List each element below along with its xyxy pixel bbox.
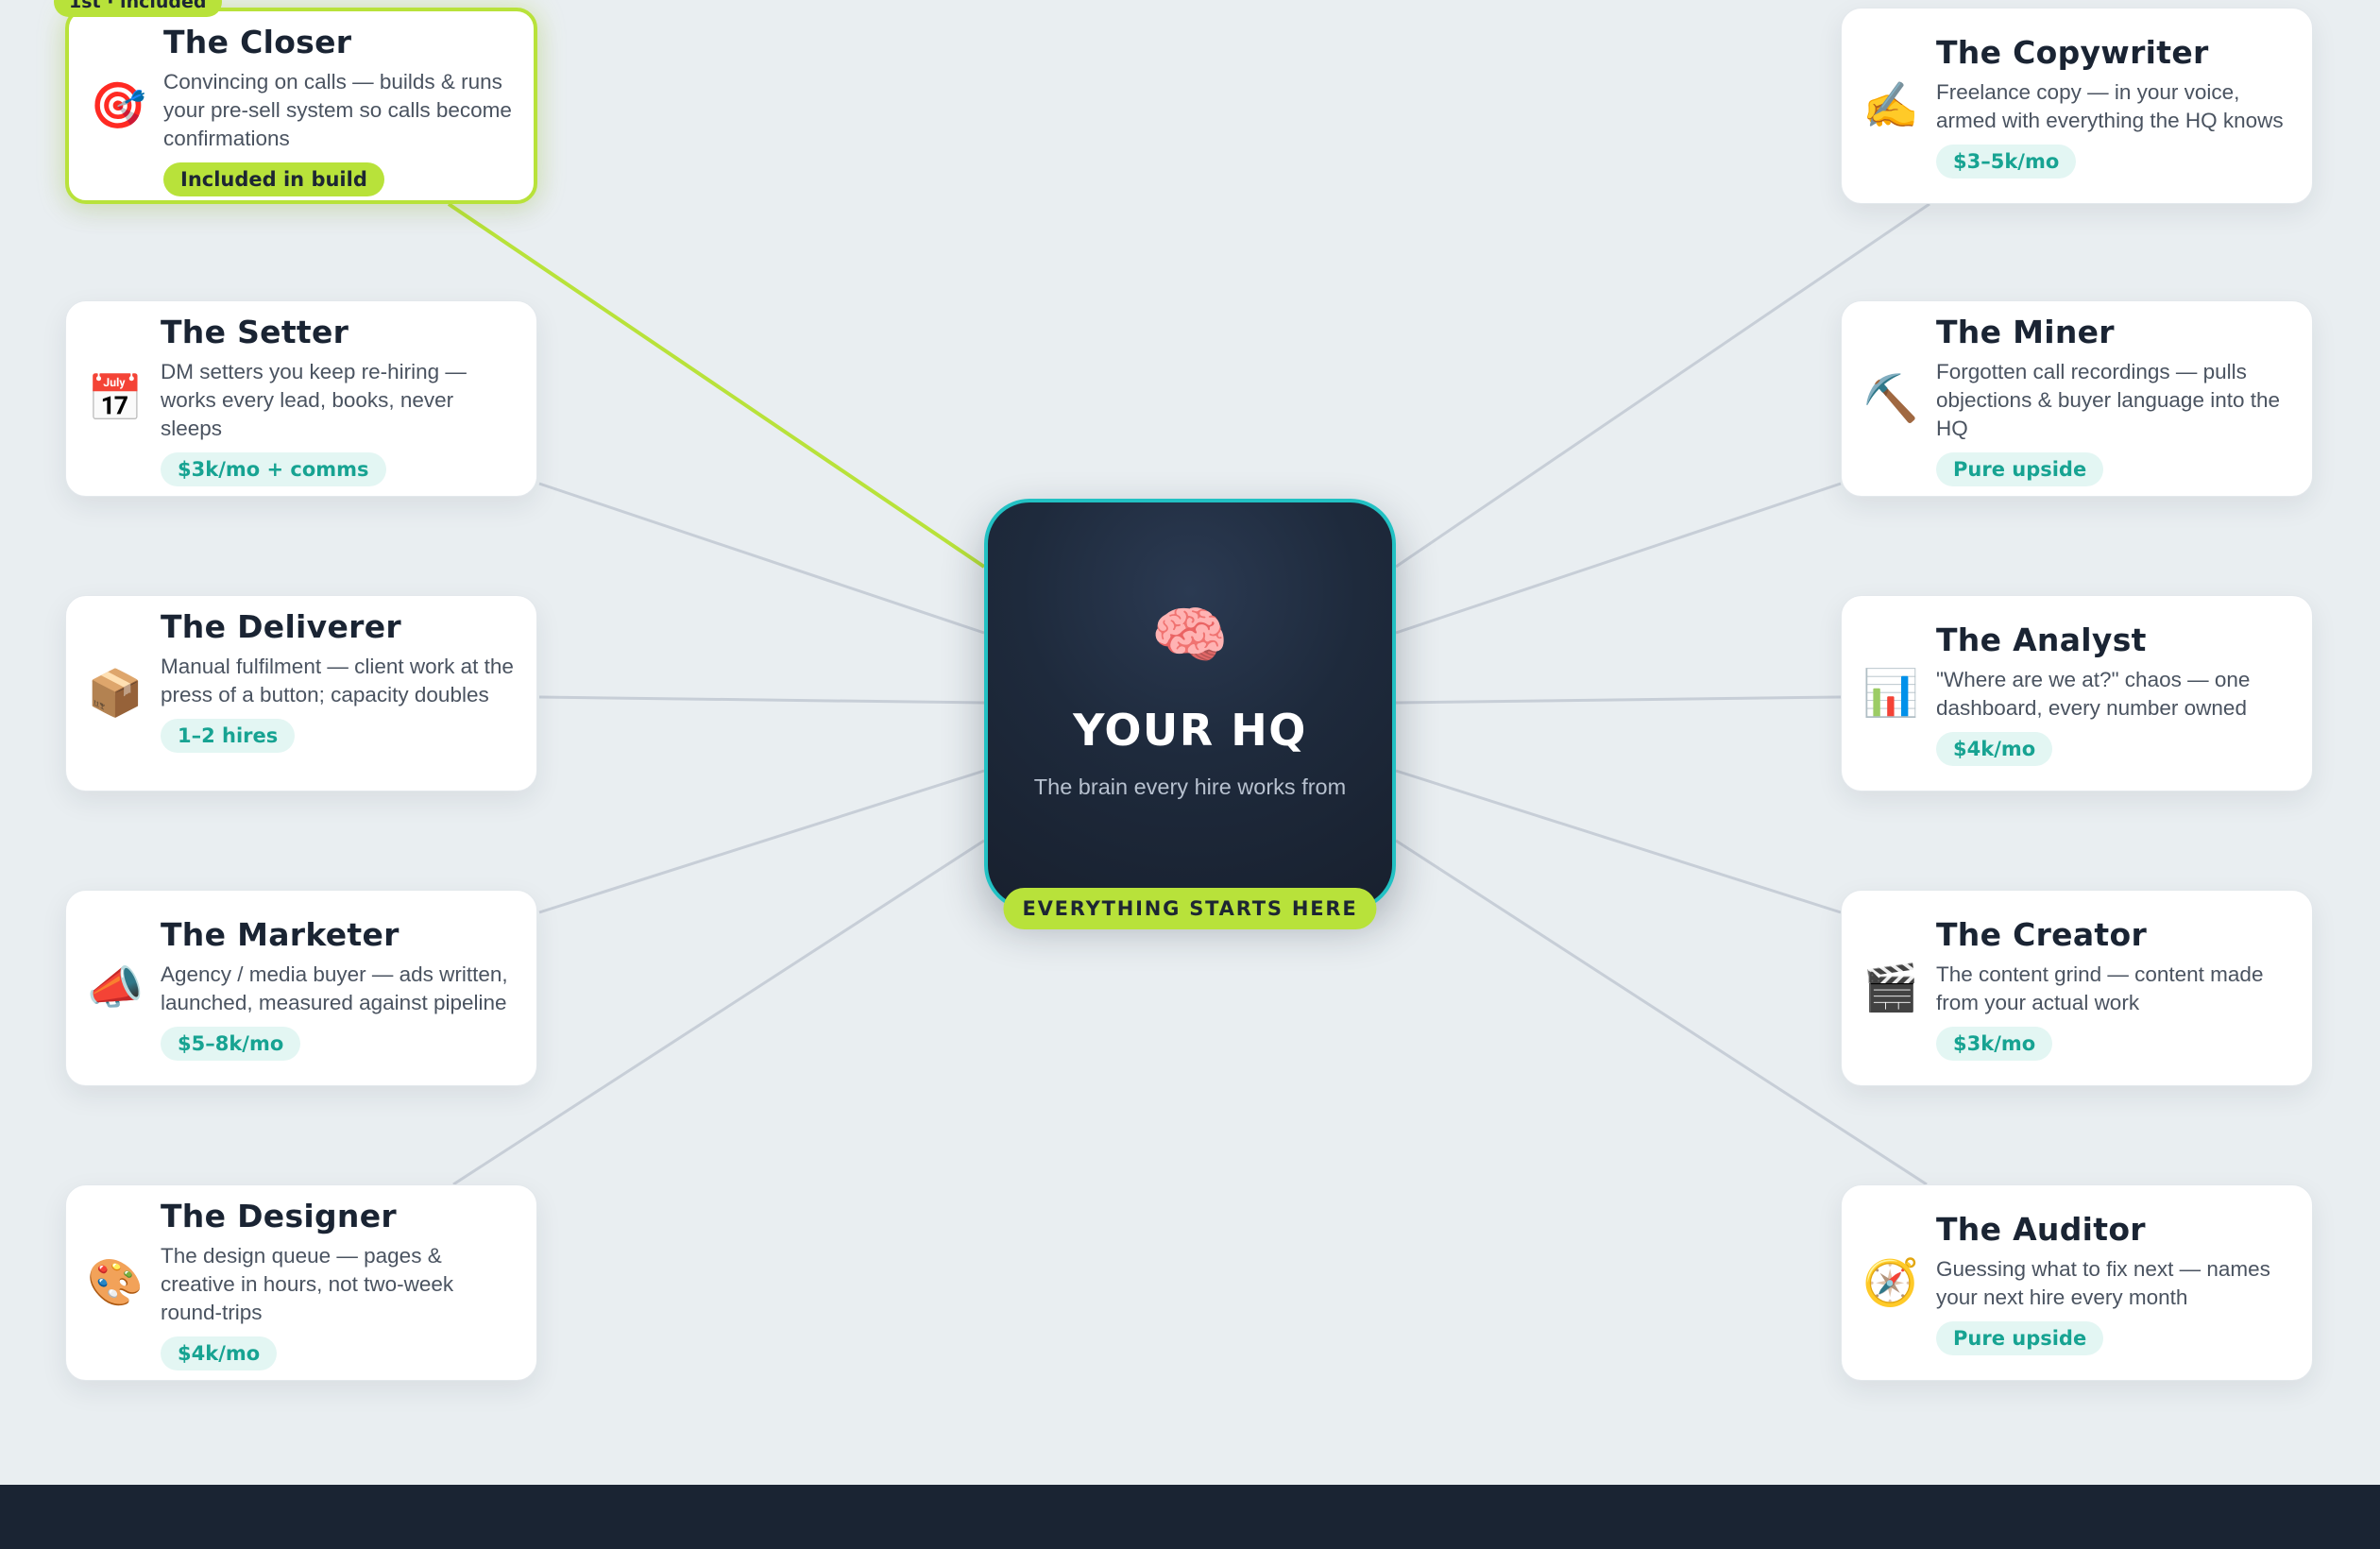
card-title: The Creator [1936,916,2148,953]
card-description: DM setters you keep re-hiring — works ev… [161,359,467,440]
price-tag: Pure upside [1936,451,2104,486]
connector-copywriter [1395,202,1930,569]
card-title: The Copywriter [1936,34,2209,71]
compass-icon: 🧭 [1862,1256,1919,1309]
card-description: The design queue — pages & creative in h… [161,1243,454,1324]
price-tag: $4k/mo [161,1336,278,1370]
writing-hand-icon: ✍️ [1862,79,1919,132]
price-tag: $5–8k/mo [161,1026,301,1061]
card-description: Guessing what to fix next — names your n… [1936,1256,2270,1309]
connector-creator [1395,769,1842,914]
card-closer[interactable]: 1st · included 🎯 The Closer Convincing o… [54,0,537,204]
pickaxe-icon: ⛏️ [1862,372,1919,425]
first-included-ribbon: 1st · included [54,0,222,17]
card-title: The Analyst [1936,621,2147,658]
card-copywriter[interactable]: ✍️ The Copywriter Freelance copy — in yo… [1841,8,2313,204]
card-title: The Marketer [161,916,400,953]
price-tag: 1–2 hires [161,718,296,753]
card-auditor[interactable]: 🧭 The Auditor Guessing what to fix next … [1841,1184,2313,1381]
bar-chart-icon: 📊 [1862,667,1919,720]
footer-bar [0,1485,2380,1549]
target-icon: 🎯 [90,79,146,132]
price-tag: $3k/mo [1936,1026,2053,1061]
card-description: Agency / media buyer — ads written, laun… [161,962,508,1014]
price-tag: $3–5k/mo [1936,144,2077,179]
card-marketer[interactable]: 📣 The Marketer Agency / media buyer — ad… [65,890,537,1086]
card-analyst[interactable]: 📊 The Analyst "Where are we at?" chaos —… [1841,595,2313,792]
connector-auditor [1395,839,1928,1186]
brain-icon: 🧠 [1150,599,1230,672]
connector-analyst [1395,695,1842,705]
card-description: Forgotten call recordings — pulls object… [1936,359,2281,440]
card-description: Freelance copy — in your voice, armed wi… [1936,79,2284,132]
card-setter[interactable]: 📅 The Setter DM setters you keep re-hiri… [65,300,537,497]
connector-closer [447,202,986,569]
price-tag: $4k/mo [1936,731,2053,766]
card-title: The Auditor [1936,1211,2146,1248]
hub-title: YOUR HQ [1073,705,1307,756]
clapper-board-icon: 🎬 [1862,962,1919,1014]
calendar-icon: 📅 [87,372,144,425]
card-miner[interactable]: ⛏️ The Miner Forgotten call recordings —… [1841,300,2313,497]
card-description: "Where are we at?" chaos — one dashboard… [1936,667,2251,720]
everything-starts-here-badge: EVERYTHING STARTS HERE [1003,888,1377,929]
card-deliverer[interactable]: 📦 The Deliverer Manual fulfilment — clie… [65,595,537,792]
card-title: The Miner [1936,314,2115,350]
connector-marketer [538,769,985,914]
package-icon: 📦 [87,667,144,720]
palette-icon: 🎨 [87,1256,144,1309]
connector-designer [452,839,985,1186]
hq-hub[interactable]: 🧠 YOUR HQ The brain every hire works fro… [984,499,1396,929]
card-description: Manual fulfilment — client work at the p… [161,654,514,706]
card-description: The content grind — content made from yo… [1936,962,2264,1014]
card-creator[interactable]: 🎬 The Creator The content grind — conten… [1841,890,2313,1086]
card-description: Convincing on calls — builds & runs your… [163,69,512,150]
card-designer[interactable]: 🎨 The Designer The design queue — pages … [65,1184,537,1381]
connector-deliverer [538,695,985,705]
connector-miner [1395,482,1842,635]
included-badge: Included in build [163,162,384,196]
hub-subtitle: The brain every hire works from [1033,774,1347,799]
megaphone-icon: 📣 [87,962,144,1014]
price-tag: Pure upside [1936,1320,2104,1355]
price-tag: $3k/mo + comms [161,451,386,486]
card-title: The Setter [161,314,349,350]
connector-setter [538,482,985,635]
card-title: The Designer [161,1198,397,1234]
card-title: The Deliverer [161,608,401,645]
card-title: The Closer [163,24,352,60]
